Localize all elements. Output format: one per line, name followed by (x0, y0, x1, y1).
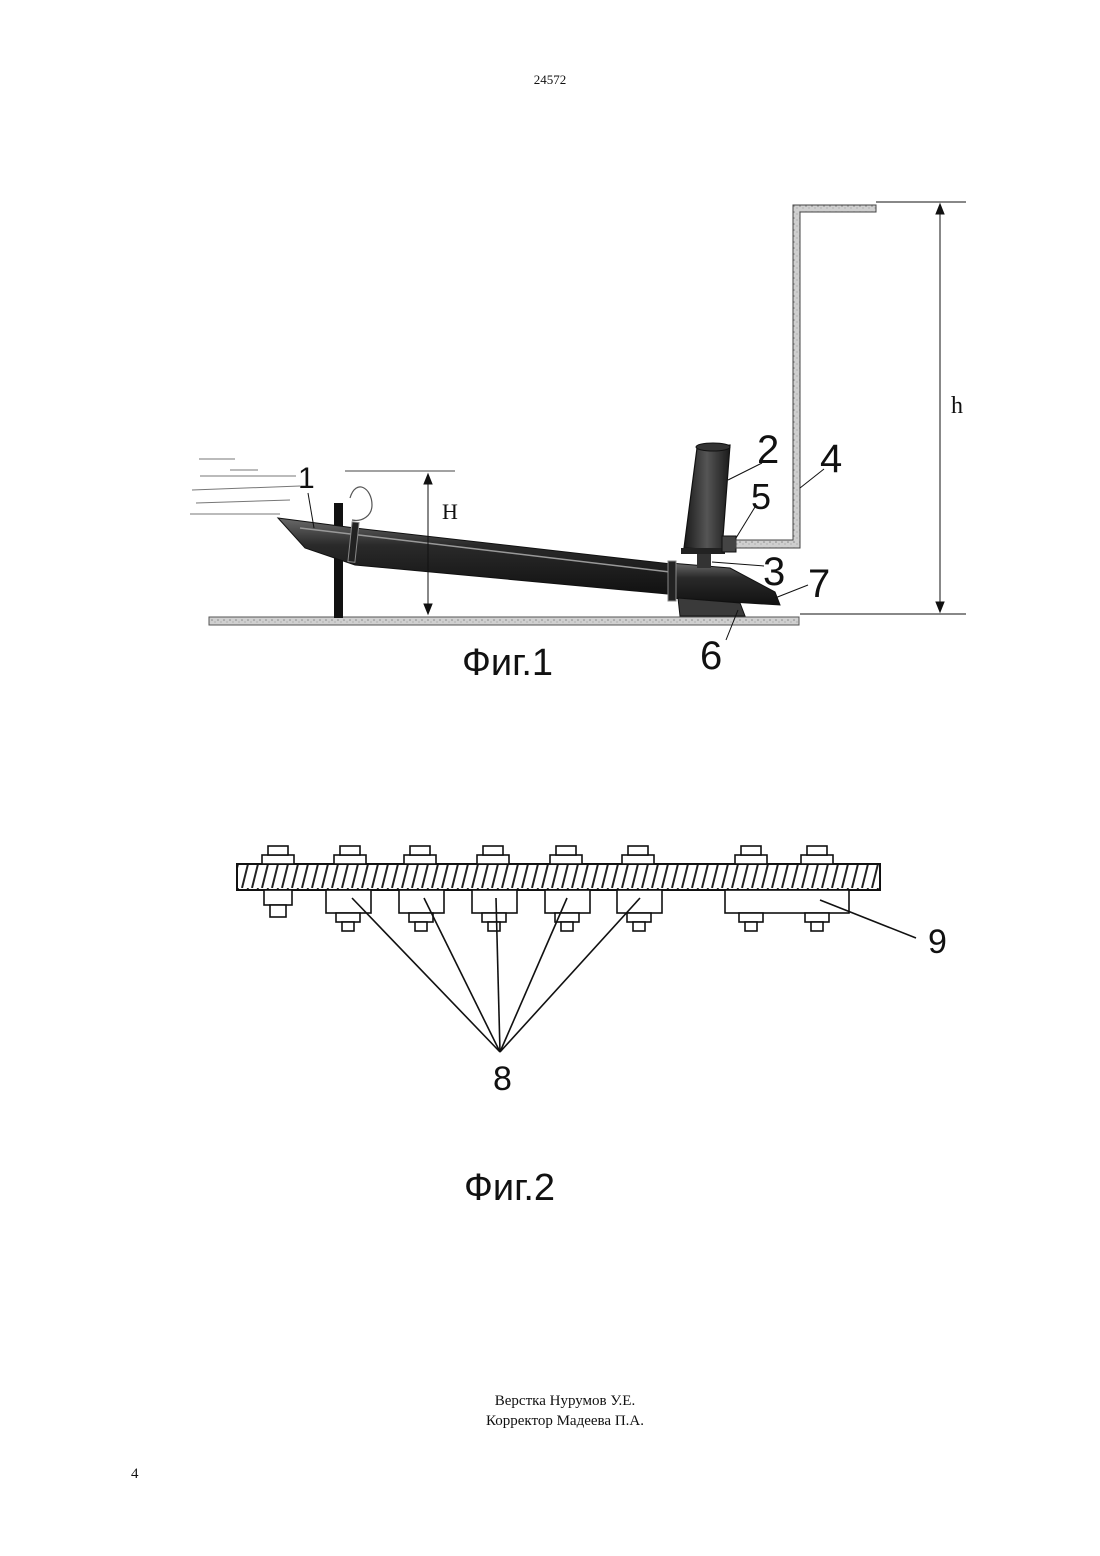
chamber-base-plate (681, 548, 725, 554)
layout-credit: Верстка Нурумов У.Е. (30, 1391, 1100, 1411)
label-5: 5 (751, 476, 771, 517)
page-number: 4 (131, 1466, 139, 1483)
label-9: 9 (928, 923, 947, 961)
figure-2: 8 9 Фиг.2 (237, 846, 947, 1209)
connector-3 (697, 554, 711, 568)
block-8-1 (326, 890, 371, 913)
block-8-5 (617, 890, 662, 913)
label-7: 7 (808, 562, 830, 606)
inlet-flow-outline (350, 487, 372, 520)
block-8-2 (399, 890, 444, 913)
bolt-head-5 (550, 846, 582, 864)
bolt-head-3 (404, 846, 436, 864)
figure-1-caption: Фиг.1 (462, 642, 553, 684)
ground-slab (209, 617, 799, 625)
bottom-nuts (264, 890, 849, 931)
label-3: 3 (763, 550, 785, 594)
figure-1: 1 2 4 5 3 7 6 H h Фиг.1 (190, 202, 966, 684)
bolt-head-6 (622, 846, 654, 864)
block-8-3 (472, 890, 517, 913)
label-8: 8 (493, 1060, 512, 1098)
bolt-head-2 (334, 846, 366, 864)
hatched-bar (237, 864, 880, 890)
label-1: 1 (298, 462, 315, 495)
proof-credit: Корректор Мадеева П.А. (30, 1411, 1100, 1431)
bolt-head-1 (262, 846, 294, 864)
label-4: 4 (820, 437, 842, 481)
valve-flange (668, 561, 676, 601)
label-H: H (442, 499, 458, 524)
block-8-4 (545, 890, 590, 913)
bolt-head-8 (801, 846, 833, 864)
bolt-head-7 (735, 846, 767, 864)
dimension-h (800, 202, 966, 614)
credits-block: Верстка Нурумов У.Е. Корректор Мадеева П… (0, 1391, 1100, 1431)
figure-2-caption: Фиг.2 (464, 1167, 555, 1209)
air-chamber (684, 445, 730, 550)
label-h: h (951, 393, 963, 419)
water-surface-lines (190, 459, 455, 514)
bolt-head-4 (477, 846, 509, 864)
air-chamber-top (696, 443, 730, 451)
label-2: 2 (757, 428, 779, 472)
top-bolt-heads (262, 846, 833, 864)
label-6: 6 (700, 634, 722, 678)
outlet-fitting (722, 536, 736, 552)
small-nut-left (264, 890, 292, 905)
block-9 (725, 890, 849, 913)
